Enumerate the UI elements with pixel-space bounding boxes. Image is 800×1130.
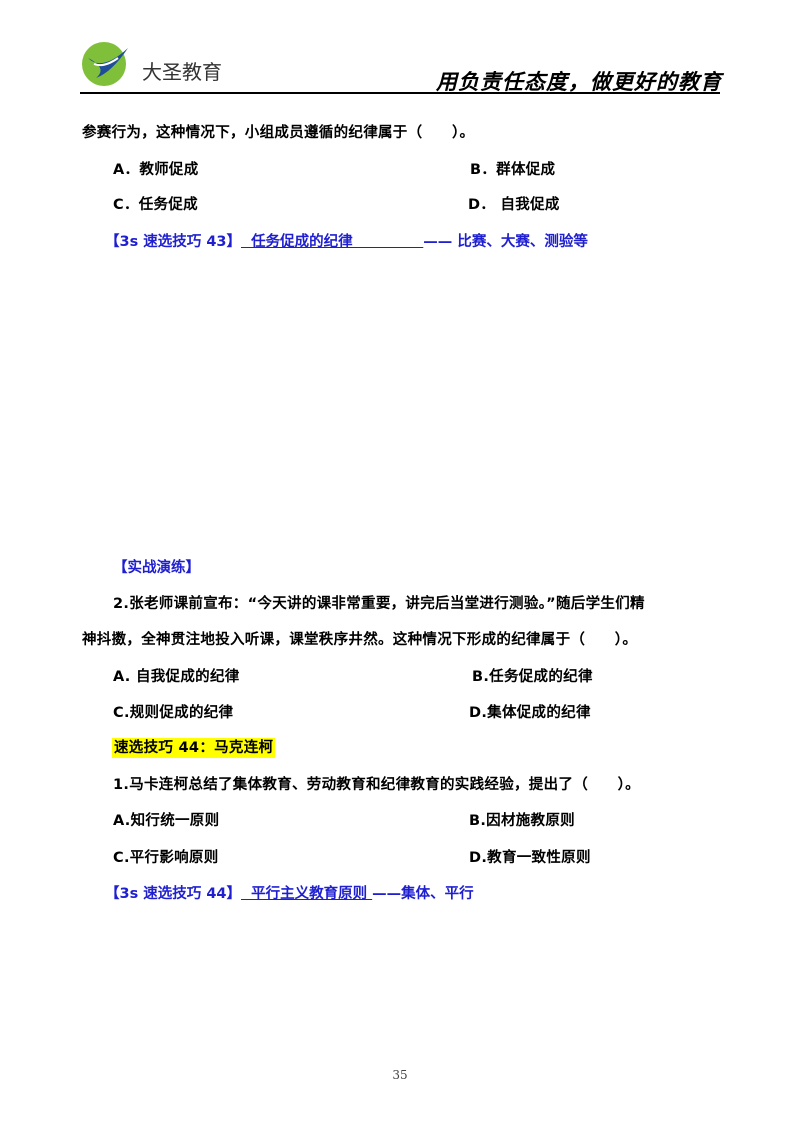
option-b: B.任务促成的纪律 [472, 669, 593, 685]
tip-prefix: 【3s 速选技巧 43】 [105, 234, 241, 250]
header-slogan: 用负责任态度，做更好的教育 [436, 69, 722, 94]
question-text: 1.马卡连柯总结了集体教育、劳动教育和纪律教育的实践经验，提出了（ ）。 [113, 777, 640, 793]
speed-tip-43: 【3s 速选技巧 43】 任务促成的纪律 —— 比赛、大赛、测验等 [105, 230, 588, 251]
option-a: A．教师促成 [113, 162, 199, 178]
logo-icon [82, 42, 128, 86]
tip-prefix: 【3s 速选技巧 44】 [105, 886, 241, 902]
option-c: C.平行影响原则 [113, 850, 219, 866]
brand-name: 大圣教育 [142, 60, 222, 84]
option-a: A. 自我促成的纪律 [113, 669, 240, 685]
option-a: A.知行统一原则 [113, 813, 220, 829]
speed-tip-44: 【3s 速选技巧 44】 平行主义教育原则 ——集体、平行 [105, 882, 474, 903]
tip-answer: 平行主义教育原则 [241, 886, 373, 902]
tip-suffix: ——集体、平行 [372, 886, 474, 902]
question-line-1: 2.张老师课前宣布：“今天讲的课非常重要，讲完后当堂进行测验。”随后学生们精 [113, 596, 645, 612]
section-title-highlight: 速选技巧 44：马克连柯 [112, 738, 276, 758]
header-rule [80, 92, 720, 94]
tip-suffix: —— 比赛、大赛、测验等 [423, 234, 588, 250]
page-number: 35 [392, 1068, 408, 1082]
option-b: B.因材施教原则 [469, 813, 575, 829]
question-line-2: 神抖擞，全神贯注地投入听课，课堂秩序井然。这种情况下形成的纪律属于（ ）。 [82, 632, 638, 648]
practice-heading: 【实战演练】 [113, 560, 200, 576]
option-d: D． 自我促成 [468, 197, 560, 213]
tip-answer: 任务促成的纪律 [241, 234, 424, 250]
option-c: C．任务促成 [113, 197, 198, 213]
option-c: C.规则促成的纪律 [113, 705, 234, 721]
option-d: D.教育一致性原则 [469, 850, 591, 866]
option-b: B．群体促成 [470, 162, 556, 178]
question-text: 参赛行为，这种情况下，小组成员遵循的纪律属于（ ）。 [82, 125, 475, 141]
section-title: 速选技巧 44：马克连柯 [112, 736, 276, 758]
option-d: D.集体促成的纪律 [469, 705, 591, 721]
